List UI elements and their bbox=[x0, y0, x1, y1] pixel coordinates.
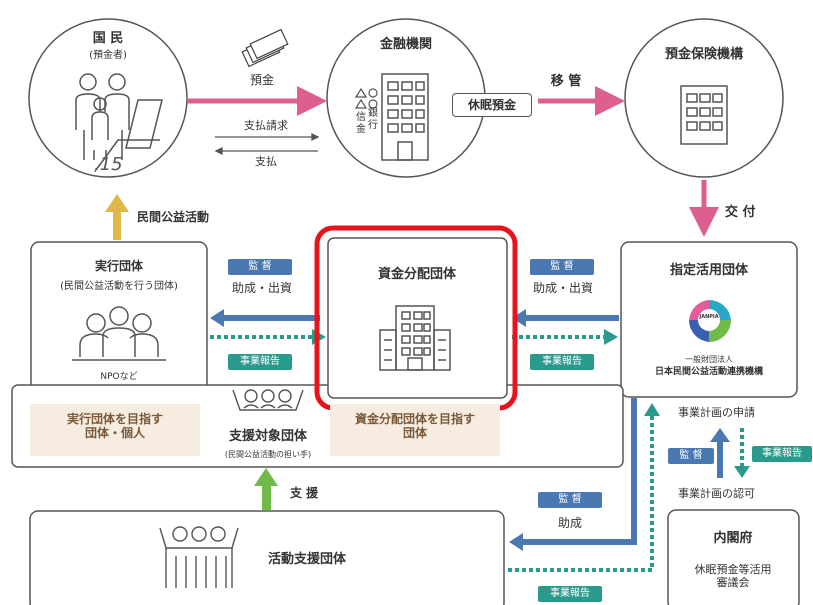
josei-arrow-right bbox=[512, 309, 619, 327]
shiharai-label: 支払 bbox=[255, 155, 277, 168]
kantoku-badge-bottom: 監 督 bbox=[538, 492, 602, 508]
jikko-title: 実行団体 bbox=[94, 259, 144, 273]
janpia-logo-text: JANPIA bbox=[699, 314, 719, 320]
kokumin-title: 国 民 bbox=[92, 31, 124, 46]
katsudo-box bbox=[29, 510, 505, 605]
shiharai-seikyu-label: 支払請求 bbox=[244, 119, 288, 132]
shikin-title: 資金分配団体 bbox=[377, 267, 457, 282]
ninka-hokoku-arrow bbox=[734, 428, 750, 478]
shikin-box bbox=[327, 237, 508, 399]
hokoku-badge-bottom: 事業報告 bbox=[538, 586, 602, 602]
katsudo-title: 活動支援団体 bbox=[268, 552, 347, 567]
shinkin-label: 信金 bbox=[356, 112, 366, 135]
shien-label: 支 援 bbox=[290, 486, 319, 500]
hokoku-badge-vertical: 事業報告 bbox=[752, 446, 812, 462]
jikko-mezasu-box bbox=[30, 404, 200, 456]
kokumin-circle bbox=[28, 18, 188, 178]
shinsei-arrow bbox=[710, 428, 730, 478]
support-people-icon bbox=[232, 389, 304, 411]
naikakufu-title: 内閣府 bbox=[713, 531, 753, 546]
shitei-org-line1: 一般財団法人 bbox=[685, 355, 733, 364]
shien-taisho-subtitle: (民間公益活動の担い手) bbox=[224, 450, 312, 459]
ginko-label: 銀行 bbox=[368, 108, 378, 131]
kantoku-badge-left: 監 督 bbox=[228, 259, 292, 275]
kinyu-title: 金融機関 bbox=[379, 37, 433, 52]
ninka-label: 事業計画の認可 bbox=[678, 487, 755, 500]
shikin-mezasu-box bbox=[330, 404, 500, 456]
shikin-building-icon bbox=[379, 305, 451, 371]
dic-building-icon bbox=[680, 85, 728, 145]
janpia-logo bbox=[688, 299, 731, 342]
bottom-hokoku-arrow bbox=[508, 403, 660, 572]
npo-label: NPOなど bbox=[100, 372, 138, 382]
kantoku-badge-vertical: 監 督 bbox=[668, 448, 714, 464]
shien-arrow bbox=[254, 468, 278, 510]
dic-circle bbox=[624, 18, 784, 178]
josei-label-left: 助成・出資 bbox=[231, 281, 293, 295]
dic-title: 預金保険機構 bbox=[664, 47, 744, 62]
shinsei-label: 事業計画の申請 bbox=[678, 406, 755, 419]
josei-arrow-left bbox=[210, 309, 320, 327]
yokin-label: 預金 bbox=[249, 73, 275, 87]
svg-text:,15: ,15 bbox=[94, 154, 123, 175]
bank-marks-icon bbox=[354, 87, 378, 109]
kokumin-subtitle: (預金者) bbox=[89, 50, 127, 61]
kyumin-yokin-tag: 休眠預金 bbox=[452, 93, 532, 117]
jikko-subtitle: (民間公益活動を行う団体) bbox=[60, 281, 178, 292]
josei-label-bottom: 助成 bbox=[557, 516, 583, 530]
shitei-org-line2: 日本民間公益活動連携機構 bbox=[654, 367, 764, 377]
bank-building-icon bbox=[381, 73, 429, 161]
naikakufu-box bbox=[667, 509, 800, 605]
hokoku-badge-right: 事業報告 bbox=[530, 354, 594, 370]
family-icon: ,15 bbox=[75, 73, 163, 175]
shitei-title: 指定活用団体 bbox=[669, 263, 749, 278]
shikin-mezasu-label: 資金分配団体を目指す 団体 bbox=[354, 412, 476, 440]
kofu-label: 交 付 bbox=[725, 205, 756, 220]
bottom-josei-arrow bbox=[509, 398, 637, 551]
money-icon bbox=[241, 28, 289, 68]
minkan-label: 民間公益活動 bbox=[137, 210, 210, 224]
josei-label-right: 助成・出資 bbox=[532, 281, 594, 295]
shien-taisho-title: 支援対象団体 bbox=[228, 429, 308, 444]
kantoku-badge-right: 監 督 bbox=[530, 259, 594, 275]
hokoku-arrow-right bbox=[512, 329, 618, 345]
jikko-mezasu-label: 実行団体を目指す 団体・個人 bbox=[66, 412, 164, 440]
payment-arrows bbox=[214, 132, 320, 156]
hokoku-arrow-left bbox=[210, 329, 326, 345]
ikan-label: 移 管 bbox=[550, 74, 582, 89]
hokoku-badge-left: 事業報告 bbox=[228, 354, 292, 370]
naikakufu-subtitle: 休眠預金等活用 審議会 bbox=[694, 563, 772, 589]
katsudo-people-icon bbox=[159, 526, 239, 588]
people-icon bbox=[72, 306, 166, 361]
minkan-arrow bbox=[105, 194, 129, 240]
